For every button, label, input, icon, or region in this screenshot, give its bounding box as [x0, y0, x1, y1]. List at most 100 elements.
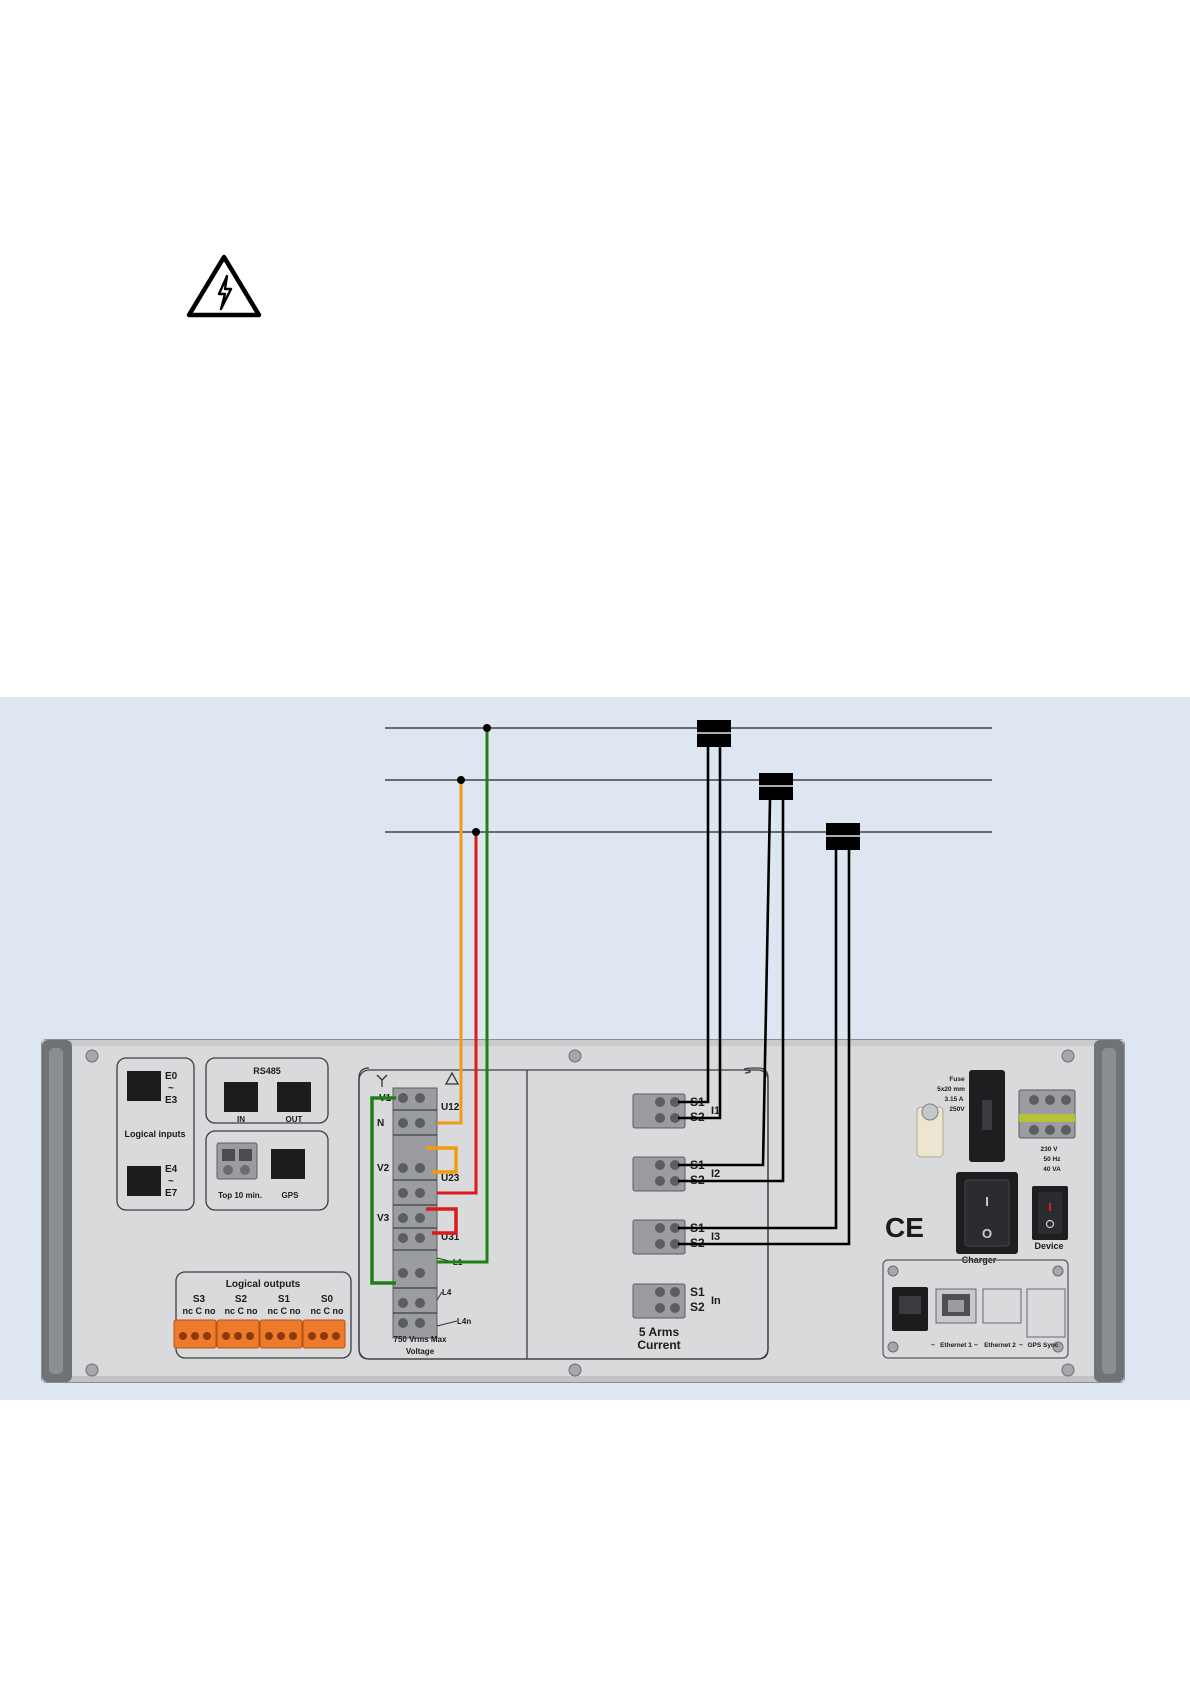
current-input-2[interactable] — [632, 1156, 686, 1192]
device-label: Device — [1034, 1241, 1063, 1251]
gps-sync-slot-1[interactable] — [982, 1288, 1022, 1324]
high-voltage-warning-icon — [186, 254, 262, 318]
output-group-pins: nc C no — [311, 1306, 345, 1316]
logical-inputs-port-1[interactable] — [127, 1071, 161, 1101]
voltage-label: Voltage — [406, 1347, 435, 1356]
screw — [568, 1363, 582, 1377]
logical-outputs-group-s3: S3 nc C no — [183, 1294, 217, 1316]
ethernet-dash: – — [931, 1342, 935, 1349]
current-input-n[interactable] — [632, 1283, 686, 1319]
svg-text:O: O — [982, 1226, 992, 1241]
rs485-in-label: IN — [237, 1115, 245, 1124]
device-switch[interactable] — [1032, 1186, 1068, 1240]
current-title-line2: Current — [637, 1338, 680, 1352]
rs485-out-label: OUT — [286, 1115, 303, 1124]
current-s1-label: S1 — [690, 1285, 705, 1299]
current-input-name: I3 — [711, 1231, 720, 1243]
gps-port[interactable] — [271, 1149, 305, 1179]
measurement-section-outline — [358, 1069, 769, 1360]
output-group-name: S1 — [278, 1294, 291, 1305]
rs485-out-port[interactable] — [277, 1082, 311, 1112]
logical-inputs-frame — [116, 1057, 195, 1211]
output-group-name: S2 — [235, 1294, 248, 1305]
voltage-wire-l2 — [437, 780, 463, 1125]
u12-bridge-wire — [426, 1146, 458, 1174]
output-group-name: S0 — [321, 1294, 334, 1305]
voltage-label-v3: V3 — [377, 1213, 390, 1224]
power-rating-line: 40 VA — [1043, 1166, 1061, 1173]
fuse-labels: Fuse 5x20 mm 3.15 A 250V — [937, 1076, 965, 1113]
power-rating-line: 50 Hz — [1044, 1156, 1062, 1163]
tap-dot-l1 — [483, 724, 491, 732]
fuse-holder[interactable] — [916, 1103, 944, 1158]
screw — [85, 1363, 99, 1377]
logical-outputs-terminal-blocks[interactable] — [173, 1319, 346, 1349]
output-group-pins: nc C no — [225, 1306, 259, 1316]
power-rating-labels: 230 V 50 Hz 40 VA — [1041, 1146, 1062, 1173]
current-input-name: I1 — [711, 1105, 720, 1117]
logical-outputs-group-s1: S1 nc C no — [268, 1294, 302, 1316]
ct2-leads — [678, 799, 785, 1183]
top-gps-frame — [205, 1130, 329, 1211]
gps-sync-label: GPS Sync — [1027, 1342, 1058, 1349]
ethernet-screws — [887, 1265, 1064, 1353]
ethernet-1-label: Ethernet 1 — [940, 1342, 972, 1349]
voltage-terminal-segments — [393, 1109, 437, 1314]
voltage-label-l4: L4 — [442, 1288, 452, 1297]
wiring-diagram: E0 ~ E3 Logical inputs E4 ~ E7 RS485 IN … — [41, 720, 1125, 1383]
logical-outputs-group-s0: S0 nc C no — [311, 1294, 345, 1316]
ethernet-1-port[interactable] — [892, 1287, 928, 1331]
fuse-line: Fuse — [949, 1076, 965, 1083]
voltage-label-u12: U12 — [441, 1102, 460, 1113]
rs485-in-port[interactable] — [224, 1082, 258, 1112]
wye-symbol-icon — [376, 1074, 388, 1087]
voltage-terminals[interactable] — [398, 1093, 425, 1328]
voltage-tap-dots — [457, 724, 491, 836]
voltage-label-n: N — [377, 1118, 384, 1129]
screw — [568, 1049, 582, 1063]
ethernet-2-port[interactable] — [935, 1288, 977, 1324]
current-input-1[interactable] — [632, 1093, 686, 1129]
top-10-min-label: Top 10 min. — [218, 1191, 262, 1200]
logical-outputs-frame — [175, 1271, 352, 1359]
ethernet-2-label: Ethernet 2 — [984, 1342, 1016, 1349]
logical-outputs-group-s2: S2 nc C no — [225, 1294, 259, 1316]
supply-lines — [385, 727, 992, 833]
current-transformer-1 — [697, 720, 731, 747]
fuse-line: 3.15 A — [945, 1096, 964, 1103]
logical-inputs-port-1-top: E0 — [165, 1071, 178, 1082]
current-input-3[interactable] — [632, 1219, 686, 1255]
screw — [1061, 1363, 1075, 1377]
fuse-line: 5x20 mm — [937, 1086, 965, 1093]
logical-inputs-port-2[interactable] — [127, 1166, 161, 1196]
current-transformer-3 — [826, 823, 860, 850]
output-group-name: S3 — [193, 1294, 206, 1305]
voltage-label-u23: U23 — [441, 1173, 460, 1184]
screw — [1061, 1049, 1075, 1063]
current-title-line1: 5 Arms — [639, 1325, 680, 1339]
logical-inputs-label: Logical inputs — [124, 1129, 185, 1139]
voltage-wire-l3 — [437, 832, 478, 1195]
gps-sync-slot-2[interactable] — [1026, 1288, 1066, 1338]
screw — [887, 1265, 899, 1277]
voltage-label-l4n: L4n — [457, 1317, 471, 1326]
rs485-frame — [205, 1057, 329, 1124]
ethernet-frame — [882, 1259, 1069, 1359]
logical-inputs-port-2-top: E4 — [165, 1164, 178, 1175]
voltage-label-u31: U31 — [441, 1232, 460, 1243]
logical-inputs-port-1-tilde: ~ — [168, 1083, 174, 1094]
logical-inputs-port-2-tilde: ~ — [168, 1176, 174, 1187]
ce-mark-icon: CE — [885, 1212, 924, 1243]
voltage-wire-l1 — [437, 728, 489, 1264]
ct3-leads — [678, 850, 851, 1246]
svg-text:I: I — [985, 1194, 989, 1209]
charger-switch[interactable]: I O — [956, 1172, 1018, 1254]
voltage-terminal-strip — [392, 1087, 438, 1339]
left-handle — [42, 1040, 72, 1382]
top-10-min-connector[interactable] — [216, 1142, 258, 1180]
current-input-n-labels: S1 S2 In — [690, 1285, 721, 1314]
logical-inputs-port-1-bottom: E3 — [165, 1095, 178, 1106]
tap-dot-l2 — [457, 776, 465, 784]
ethernet-dash: – — [974, 1342, 978, 1349]
power-inlet-terminal[interactable] — [1018, 1089, 1076, 1139]
